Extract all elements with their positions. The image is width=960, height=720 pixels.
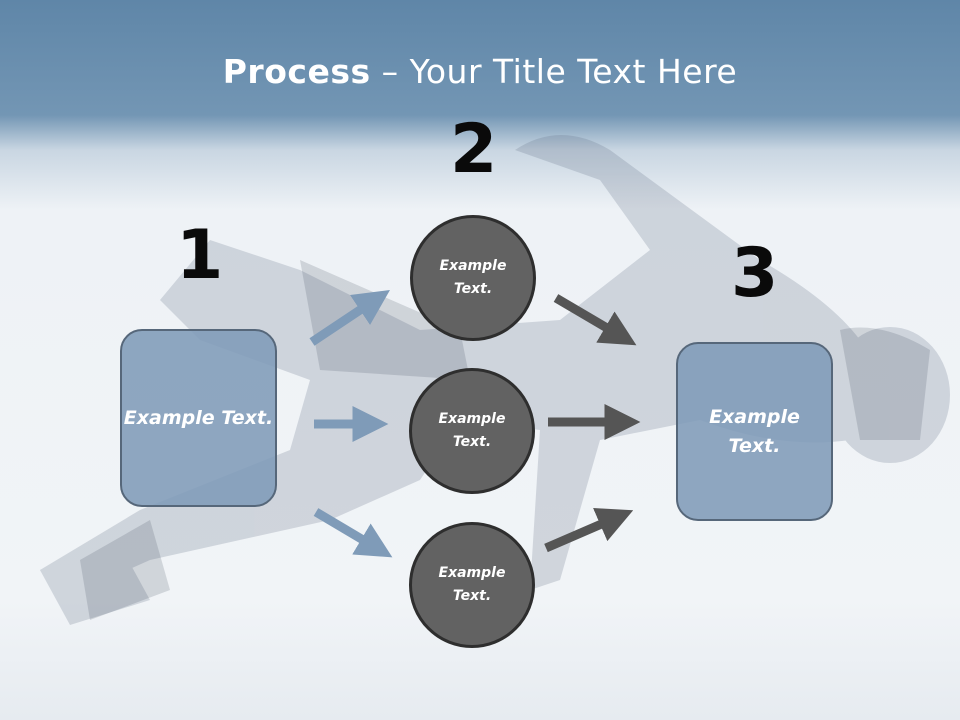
arrow-from-circle-3 [544, 508, 634, 553]
slide-title: Process – Your Title Text Here [0, 52, 960, 91]
title-rest: – Your Title Text Here [370, 52, 738, 91]
circle-2-text: Example Text. [438, 411, 506, 450]
left-box-text: Example Text. [123, 406, 274, 429]
left-box: Example Text. [120, 329, 277, 507]
circle-1-text: Example Text. [439, 258, 507, 297]
circle-3: Example Text. [409, 522, 535, 648]
step-number-2: 2 [450, 110, 498, 189]
right-box-text: Example Text. [709, 405, 800, 457]
circle-1: Example Text. [410, 215, 536, 341]
arrow-to-circle-1 [309, 290, 390, 346]
circle-3-text: Example Text. [438, 565, 506, 604]
step-number-3: 3 [731, 234, 779, 313]
circle-2: Example Text. [409, 368, 535, 494]
arrow-to-circle-3 [313, 508, 393, 558]
arrow-from-circle-1 [553, 294, 637, 346]
step-number-1: 1 [176, 216, 224, 295]
right-box: Example Text. [676, 342, 833, 521]
title-bold: Process [222, 52, 371, 91]
